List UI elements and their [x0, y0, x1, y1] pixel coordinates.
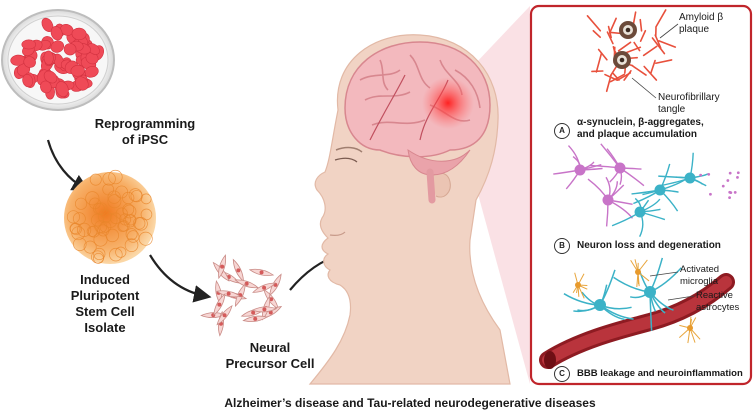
- pathology-panel: [529, 4, 753, 386]
- caption-a: α-synuclein, β-aggregates,and plaque acc…: [577, 117, 704, 140]
- neuron-network-icon: [553, 143, 740, 237]
- cell-cluster-icon: [64, 169, 156, 264]
- neural-precursor-icon: [200, 254, 283, 337]
- lesion-hotspot: [422, 77, 474, 129]
- astrocyte-icon: [563, 257, 682, 331]
- flow-arrow-2: [149, 254, 212, 303]
- microglia-icon: [572, 259, 701, 344]
- caption-b: Neuron loss and degeneration: [577, 240, 721, 251]
- brain-icon: [344, 41, 491, 204]
- figure-caption: Alzheimer’s disease and Tau-related neur…: [224, 396, 596, 410]
- plaque-icon: [586, 9, 677, 93]
- caption-c: BBB leakage and neuroinflammation: [577, 368, 743, 379]
- marker-a: A: [554, 123, 570, 139]
- marker-b: B: [554, 238, 570, 254]
- petri-dish-icon: [1, 9, 115, 111]
- marker-c: C: [554, 366, 570, 382]
- label-activated-microglia: Activated microglia: [680, 264, 720, 287]
- blood-vessel-icon: [539, 273, 735, 369]
